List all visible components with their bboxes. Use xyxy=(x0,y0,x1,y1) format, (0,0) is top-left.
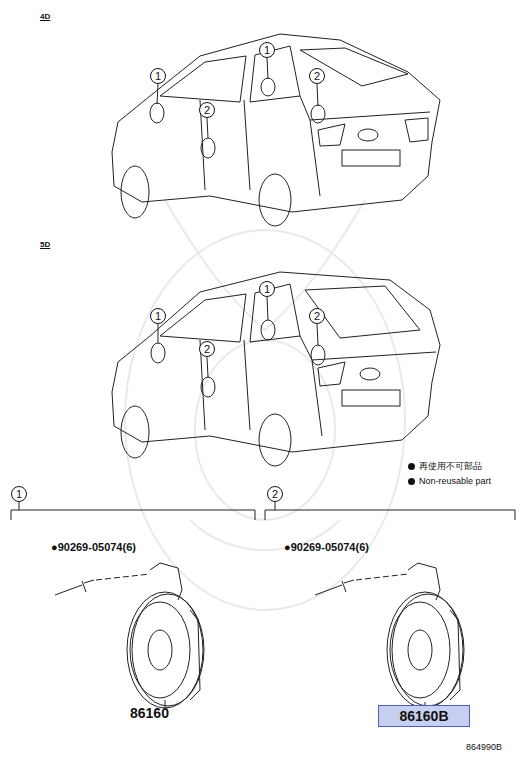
callout-number: 2 xyxy=(199,341,215,357)
callout-text: 1 xyxy=(16,488,22,500)
part-number: 86160 xyxy=(130,705,169,721)
callout-number: 1 xyxy=(150,308,166,324)
watermark xyxy=(125,200,405,610)
legend-text: Non-reusable part xyxy=(419,476,491,486)
part-number: 86160B xyxy=(399,708,448,724)
callout-number: 1 xyxy=(259,42,275,58)
callout-text: 1 xyxy=(155,70,161,82)
callout-number: 2 xyxy=(309,308,325,324)
callout-text: 2 xyxy=(314,70,320,82)
part-number: ●90269-05074(6) xyxy=(284,541,369,553)
speaker-rear xyxy=(315,563,464,708)
callout-text: 2 xyxy=(204,343,210,355)
callout-number: 2 xyxy=(267,486,283,502)
callout-text: 2 xyxy=(314,310,320,322)
callout-text: 1 xyxy=(155,310,161,322)
callout-number: 1 xyxy=(150,68,166,84)
highlighted-part-number: 86160B xyxy=(378,705,470,727)
non-reusable-dot xyxy=(408,478,415,485)
callout-text: 1 xyxy=(264,44,270,56)
legend-item: 再使用不可部品 xyxy=(408,460,482,473)
callout-number: 1 xyxy=(11,486,27,502)
callout-number: 2 xyxy=(199,102,215,118)
speaker-front xyxy=(55,563,204,708)
sedan-car xyxy=(112,34,440,226)
callout-text: 2 xyxy=(272,488,278,500)
variant-label: 4D xyxy=(40,12,50,21)
variant-label: 5D xyxy=(40,240,50,249)
group-bracket xyxy=(11,510,515,520)
part-number: ●90269-05074(6) xyxy=(51,541,136,553)
legend-item: Non-reusable part xyxy=(408,476,491,486)
legend-text: 再使用不可部品 xyxy=(419,460,482,473)
callout-number: 1 xyxy=(259,281,275,297)
callout-number: 2 xyxy=(309,68,325,84)
diagram-code: 864990B xyxy=(466,742,502,752)
non-reusable-dot xyxy=(408,463,415,470)
callout-text: 2 xyxy=(204,104,210,116)
callout-text: 1 xyxy=(264,283,270,295)
hatchback-car xyxy=(112,272,440,466)
